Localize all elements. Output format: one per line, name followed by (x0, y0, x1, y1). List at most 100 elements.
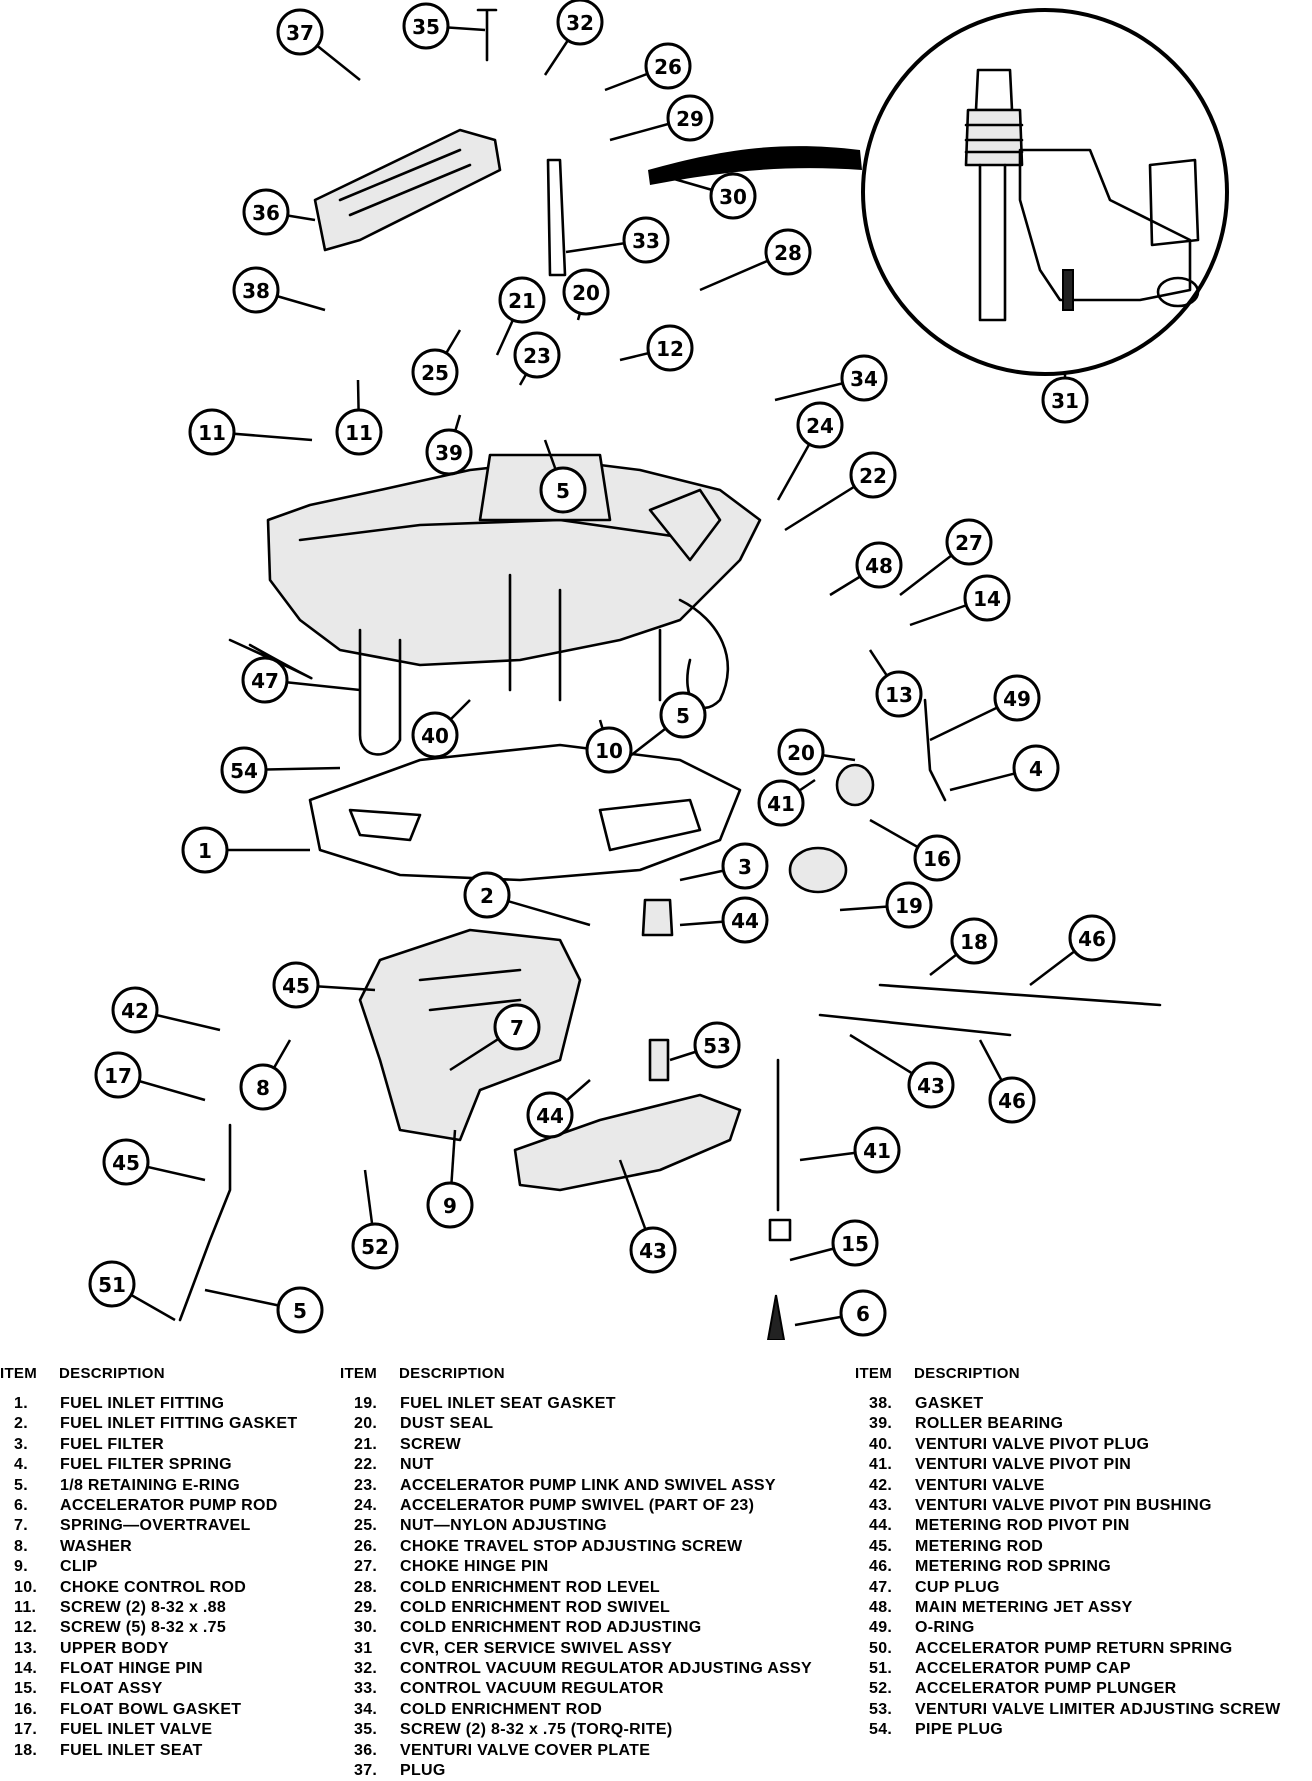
legend-item-number: 52. (869, 1680, 893, 1698)
callout-number: 5 (676, 704, 690, 728)
callout-circle (181, 826, 229, 874)
accelerator-pump-plunger-drawing (768, 1058, 792, 1242)
callout-number: 24 (806, 414, 834, 438)
legend-item-number: 6. (14, 1496, 28, 1514)
callout-46: 46 (988, 1076, 1036, 1124)
callout-32: 32 (556, 0, 604, 46)
callout-number: 10 (595, 739, 623, 763)
legend-row: 40.VENTURI VALVE PIVOT PLUG (855, 1435, 1280, 1455)
callout-circle (840, 354, 888, 402)
legend-item-description: VENTURI VALVE PIVOT PIN BUSHING (915, 1496, 1212, 1514)
callout-number: 11 (198, 421, 226, 445)
legend-item-description: FUEL INLET VALVE (60, 1721, 213, 1739)
callout-29: 29 (666, 94, 714, 142)
legend-header-description: DESCRIPTION (399, 1365, 505, 1382)
legend-row: 3.FUEL FILTER (0, 1435, 297, 1455)
callout-11: 11 (188, 408, 236, 456)
legend-item-number: 21. (354, 1435, 378, 1453)
callout-circle (272, 961, 320, 1009)
legend-item-number: 9. (14, 1558, 28, 1576)
metering-rod-drawing-2 (818, 1013, 1012, 1037)
callout-circle (945, 518, 993, 566)
callout-number: 37 (286, 21, 314, 45)
callout-25: 25 (411, 348, 459, 396)
callout-circle (963, 574, 1011, 622)
legend-item-number: 19. (354, 1395, 378, 1412)
legend-row: 23.ACCELERATOR PUMP LINK AND SWIVEL ASSY (340, 1476, 812, 1496)
callout-circle (111, 986, 159, 1034)
legend-item-number: 50. (869, 1639, 893, 1657)
legend-row: 22.NUT (340, 1455, 812, 1475)
legend-item-description: METERING ROD (915, 1537, 1044, 1555)
legend-item-description: FLOAT ASSY (60, 1680, 163, 1698)
float-bowl-gasket-drawing (308, 743, 742, 882)
legend-item-description: CUP PLUG (915, 1578, 1000, 1596)
callout-number: 41 (767, 792, 795, 816)
callout-circle (426, 1181, 474, 1229)
legend-item-number: 35. (354, 1721, 378, 1739)
legend-item-number: 51. (869, 1660, 893, 1678)
callout-number: 14 (973, 587, 1001, 611)
callout-circle (849, 451, 897, 499)
callout-43: 43 (907, 1061, 955, 1109)
legend-item-number: 49. (869, 1619, 893, 1637)
callout-circle (102, 1138, 150, 1186)
callout-number: 25 (421, 361, 449, 385)
callout-circle (721, 896, 769, 944)
legend-item-number: 23. (354, 1476, 378, 1494)
callout-46: 46 (1068, 914, 1116, 962)
legend-item-number: 26. (354, 1537, 378, 1555)
callout-circle (1041, 376, 1089, 424)
callout-1: 1 (181, 826, 229, 874)
legend-row: 51.ACCELERATOR PUMP CAP (855, 1659, 1280, 1679)
legend-item-number: 14. (14, 1660, 38, 1678)
legend-item-description: PIPE PLUG (915, 1721, 1004, 1739)
callout-12: 12 (646, 324, 694, 372)
callout-19: 19 (885, 881, 933, 929)
legend-row: 50.ACCELERATOR PUMP RETURN SPRING (855, 1639, 1280, 1659)
callout-33: 33 (622, 216, 670, 264)
legend-header-item: ITEM (855, 1365, 893, 1382)
callout-40: 40 (411, 711, 459, 759)
legend-item-number: 15. (14, 1680, 38, 1698)
callout-number: 29 (676, 107, 704, 131)
metering-rod-drawing-1 (878, 983, 1162, 1007)
legend-row: 15. FLOAT ASSY (0, 1679, 297, 1699)
callout-circle (188, 408, 236, 456)
legend-item-number: 5. (14, 1476, 28, 1494)
callout-number: 5 (556, 479, 570, 503)
callout-52: 52 (351, 1222, 399, 1270)
fuel-inlet-seat-drawing (641, 898, 674, 937)
legend-row: 42.VENTURI VALVE (855, 1476, 1280, 1496)
legend-row: 25.NUT—NYLON ADJUSTING (340, 1516, 812, 1536)
legend-row: 17.FUEL INLET VALVE (0, 1720, 297, 1740)
callout-circle (988, 1076, 1036, 1124)
callout-circle (644, 42, 692, 90)
control-vacuum-regulator-drawing (546, 158, 567, 277)
legend-row: 4.FUEL FILTER SPRING (0, 1455, 297, 1475)
legend-item-number: 40. (869, 1435, 893, 1453)
callout-number: 3 (738, 855, 752, 879)
callout-number: 6 (856, 1302, 870, 1326)
callout-number: 30 (719, 185, 747, 209)
callout-26: 26 (644, 42, 692, 90)
legend-row: 8.WASHER (0, 1537, 297, 1557)
callout-number: 27 (955, 531, 983, 555)
callout-number: 44 (536, 1104, 564, 1128)
legend-item-description: ACCELERATOR PUMP ROD (60, 1496, 278, 1514)
legend-item-number: 11. (14, 1598, 37, 1616)
callout-number: 11 (345, 421, 373, 445)
callout-circle (411, 711, 459, 759)
callout-45: 45 (102, 1138, 150, 1186)
callout-number: 7 (510, 1016, 524, 1040)
callout-11: 11 (335, 408, 383, 456)
legend-row: 27.CHOKE HINGE PIN (340, 1557, 812, 1577)
legend-item-description: VENTURI VALVE COVER PLATE (400, 1741, 651, 1759)
callout-number: 8 (256, 1076, 270, 1100)
legend-item-description: WASHER (60, 1537, 133, 1555)
legend-row: 28.COLD ENRICHMENT ROD LEVEL (340, 1578, 812, 1598)
legend-row: 46.METERING ROD SPRING (855, 1557, 1280, 1577)
legend-item-number: 28. (354, 1578, 378, 1596)
